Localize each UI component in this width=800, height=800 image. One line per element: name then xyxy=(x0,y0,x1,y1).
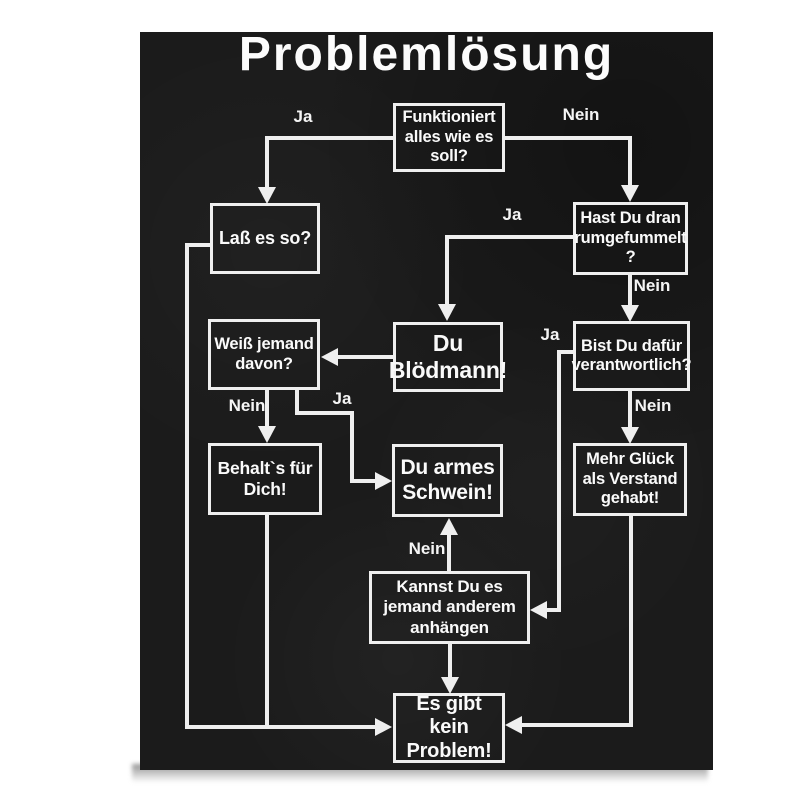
arrowhead-left-icon xyxy=(505,716,522,734)
edge-bist-glueck-line xyxy=(628,391,632,428)
edge-weiss-schwein-line xyxy=(295,411,354,415)
edge-label-nein: Nein xyxy=(408,539,446,558)
node-kannst-du-es-jemand-anhaengen: Kannst Du es jemand anderem anhängen xyxy=(369,571,530,644)
edge-lass-problem-line xyxy=(185,243,210,247)
node-lass-es-so: Laß es so? xyxy=(210,203,320,274)
edge-glueck-problem-line xyxy=(629,516,633,727)
arrowhead-left-icon xyxy=(321,348,338,366)
node-mehr-glueck-als-verstand: Mehr Glück als Verstand gehabt! xyxy=(573,443,687,516)
edge-hast-bist-line xyxy=(628,275,632,306)
arrowhead-right-icon xyxy=(375,472,392,490)
edge-hast-bloedmann-line xyxy=(445,235,449,305)
edge-label-nein: Nein xyxy=(633,276,671,295)
edge-bist-kannst-line xyxy=(546,608,559,612)
edge-behalts-problem-line xyxy=(265,515,269,729)
arrowhead-down-icon xyxy=(621,427,639,444)
edge-lass-problem-line xyxy=(185,243,189,729)
edge-hast-bloedmann-line xyxy=(445,235,573,239)
edge-glueck-problem-line xyxy=(522,723,633,727)
arrowhead-down-icon xyxy=(621,305,639,322)
arrowhead-left-icon xyxy=(530,601,547,619)
edge-weiss-behalts-line xyxy=(265,390,269,427)
arrowhead-down-icon xyxy=(621,185,639,202)
edge-label-nein: Nein xyxy=(562,105,600,124)
arrowhead-down-icon xyxy=(258,426,276,443)
shirt-print-area xyxy=(140,32,713,770)
arrowhead-up-icon xyxy=(440,518,458,535)
node-du-bloedmann: Du Blödmann! xyxy=(389,322,507,392)
arrowhead-down-icon xyxy=(438,304,456,321)
edge-weiss-schwein-line xyxy=(295,390,299,415)
edge-funktioniert-lass-line xyxy=(265,136,269,188)
arrowhead-right-icon xyxy=(375,718,392,736)
edge-label-nein: Nein xyxy=(228,396,266,415)
edge-funktioniert-lass-line xyxy=(267,136,395,140)
edge-bloedmann-weiss-line xyxy=(338,355,393,359)
edge-kannst-schwein-line xyxy=(447,535,451,571)
edge-weiss-schwein-line xyxy=(350,411,354,483)
edge-funktioniert-hast-line xyxy=(503,136,632,140)
edge-funktioniert-hast-line xyxy=(628,136,632,186)
node-weiss-jemand-davon: Weiß jemand davon? xyxy=(208,319,320,390)
arrowhead-down-icon xyxy=(258,187,276,204)
node-es-gibt-kein-problem: Es gibt kein Problem! xyxy=(393,693,505,763)
edge-lass-problem-line xyxy=(185,725,375,729)
edge-label-ja: Ja xyxy=(293,107,313,126)
edge-label-ja: Ja xyxy=(540,325,560,344)
node-funktioniert-alles: Funktioniert alles wie es soll? xyxy=(393,103,505,172)
node-hast-du-dran-rumgefummelt: Hast Du dran rumgefummelt ? xyxy=(573,202,688,275)
edge-label-ja: Ja xyxy=(332,389,352,408)
edge-weiss-schwein-line xyxy=(350,479,376,483)
node-bist-du-dafuer-verantwortlich: Bist Du dafür verantwortlich? xyxy=(572,321,692,391)
edge-bist-kannst-line xyxy=(557,350,561,612)
edge-bist-kannst-line xyxy=(557,350,573,354)
node-du-armes-schwein: Du armes Schwein! xyxy=(392,444,503,517)
node-behalts-fuer-dich: Behalt`s für Dich! xyxy=(208,443,322,515)
edge-kannst-problem-line xyxy=(448,644,452,678)
edge-label-ja: Ja xyxy=(502,205,522,224)
arrowhead-down-icon xyxy=(441,677,459,694)
flowchart-title: Problemlösung xyxy=(238,28,615,81)
edge-label-nein: Nein xyxy=(634,396,672,415)
